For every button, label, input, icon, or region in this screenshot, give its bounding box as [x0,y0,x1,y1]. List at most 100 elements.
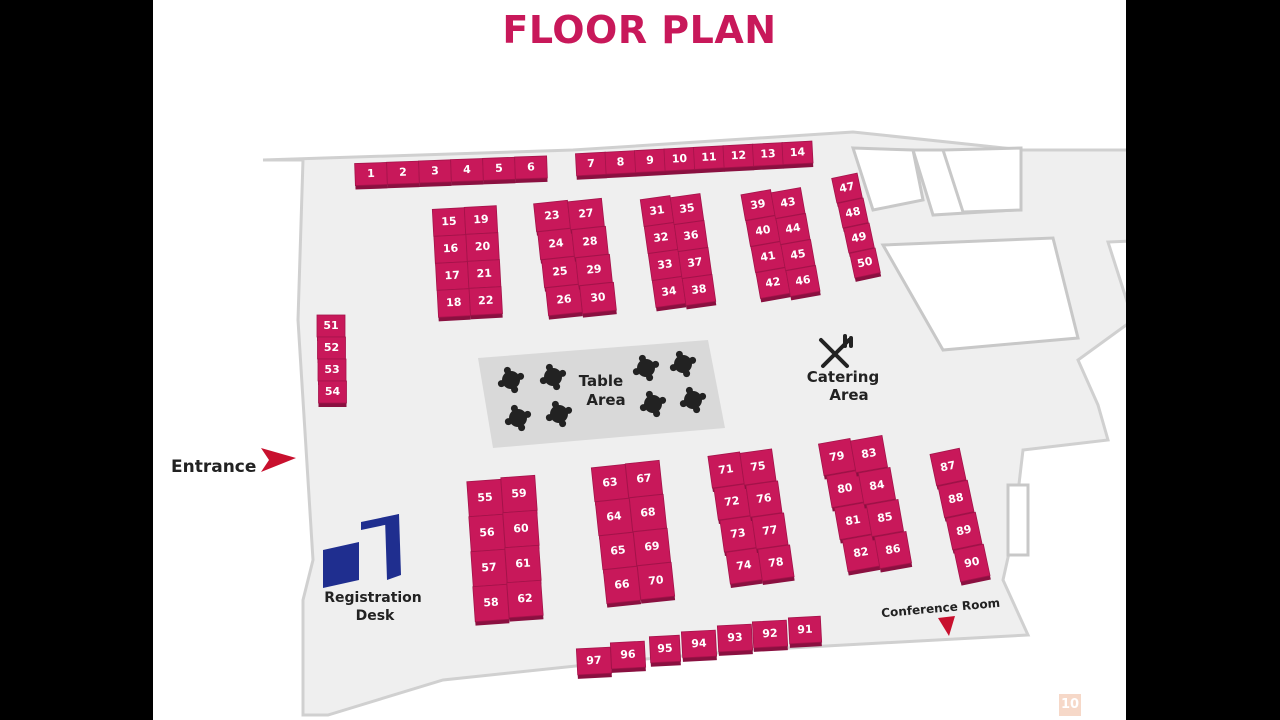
booth-11[interactable]: 11 [693,145,725,174]
booth-58[interactable]: 58 [472,583,510,626]
booth-29[interactable]: 29 [575,253,613,290]
booth-63[interactable]: 63 [590,463,630,506]
booth-86[interactable]: 86 [874,531,913,573]
booth-23[interactable]: 23 [533,199,571,236]
booth-52[interactable]: 52 [317,336,346,363]
booth-76[interactable]: 76 [745,480,783,522]
booth-24[interactable]: 24 [537,227,575,264]
booth-73[interactable]: 73 [719,515,757,557]
booth-92[interactable]: 92 [751,619,789,652]
booth-43[interactable]: 43 [770,187,806,223]
booth-number: 8 [616,155,624,168]
booth-10[interactable]: 10 [663,147,696,175]
booth-64[interactable]: 64 [594,497,634,540]
booth-84[interactable]: 84 [858,467,897,509]
booth-80[interactable]: 80 [826,470,865,512]
booth-87[interactable]: 87 [929,447,967,490]
booth-59[interactable]: 59 [500,474,538,517]
booth-40[interactable]: 40 [745,215,781,251]
booth-18[interactable]: 18 [436,288,471,322]
registration-label-1: Registration [324,590,422,606]
booth-54[interactable]: 54 [318,380,347,407]
booth-56[interactable]: 56 [468,513,506,556]
booth-42[interactable]: 42 [755,267,791,303]
booth-78[interactable]: 78 [757,544,795,586]
booth-28[interactable]: 28 [571,225,609,262]
booth-5[interactable]: 5 [482,156,516,185]
booth-13[interactable]: 13 [752,142,784,171]
booth-20[interactable]: 20 [465,232,500,266]
booth-17[interactable]: 17 [435,261,470,295]
booth-36[interactable]: 36 [673,220,709,256]
booth-88[interactable]: 88 [937,479,975,522]
booth-75[interactable]: 75 [739,448,777,490]
booth-22[interactable]: 22 [468,286,503,320]
booth-25[interactable]: 25 [541,255,579,292]
booth-12[interactable]: 12 [722,143,755,172]
booth-8[interactable]: 8 [604,150,637,179]
booth-35[interactable]: 35 [669,193,705,229]
booth-81[interactable]: 81 [834,502,873,544]
booth-96[interactable]: 96 [609,640,647,673]
booth-97[interactable]: 97 [575,646,613,679]
booth-number: 38 [690,282,707,297]
booth-82[interactable]: 82 [842,534,881,576]
booth-94[interactable]: 94 [680,629,718,662]
booth-4[interactable]: 4 [450,158,484,186]
booth-83[interactable]: 83 [850,435,889,477]
booth-85[interactable]: 85 [866,499,905,541]
booth-3[interactable]: 3 [418,159,452,187]
booth-45[interactable]: 45 [780,239,816,275]
booth-47[interactable]: 47 [831,172,864,207]
booth-93[interactable]: 93 [716,623,754,656]
booth-34[interactable]: 34 [651,276,687,312]
booth-91[interactable]: 91 [787,615,823,648]
booth-79[interactable]: 79 [818,438,857,480]
booth-38[interactable]: 38 [681,274,717,310]
booth-37[interactable]: 37 [677,247,713,283]
booth-51[interactable]: 51 [316,314,346,341]
booth-41[interactable]: 41 [750,241,786,277]
booth-6[interactable]: 6 [514,155,548,184]
booth-number: 96 [620,648,636,662]
booth-7[interactable]: 7 [575,151,607,180]
booth-95[interactable]: 95 [648,634,682,667]
booth-16[interactable]: 16 [433,234,468,268]
booth-67[interactable]: 67 [624,459,664,502]
booth-68[interactable]: 68 [628,493,668,536]
booth-61[interactable]: 61 [504,544,542,587]
booth-30[interactable]: 30 [579,281,617,318]
booth-74[interactable]: 74 [725,547,763,589]
booth-19[interactable]: 19 [463,205,499,239]
booth-14[interactable]: 14 [781,140,814,169]
booth-number: 73 [729,526,746,541]
booth-50[interactable]: 50 [849,247,882,282]
booth-72[interactable]: 72 [713,483,751,525]
booth-15[interactable]: 15 [431,207,467,241]
booth-55[interactable]: 55 [466,478,504,521]
booth-39[interactable]: 39 [740,189,776,225]
booth-77[interactable]: 77 [751,512,789,554]
booth-26[interactable]: 26 [545,283,583,320]
booth-27[interactable]: 27 [567,197,605,234]
booth-69[interactable]: 69 [632,527,672,570]
booth-number: 32 [652,230,669,245]
booth-90[interactable]: 90 [953,543,991,586]
booth-57[interactable]: 57 [470,548,508,591]
booth-2[interactable]: 2 [386,160,420,189]
booth-71[interactable]: 71 [707,451,745,493]
booth-1[interactable]: 1 [354,162,388,190]
booth-60[interactable]: 60 [502,509,540,552]
booth-46[interactable]: 46 [785,265,821,301]
booth-9[interactable]: 9 [634,148,666,177]
booth-70[interactable]: 70 [636,561,676,604]
booth-33[interactable]: 33 [647,249,683,285]
booth-44[interactable]: 44 [775,213,811,249]
booth-62[interactable]: 62 [506,579,544,622]
booth-53[interactable]: 53 [317,358,347,385]
booth-21[interactable]: 21 [467,259,502,293]
booth-65[interactable]: 65 [598,531,638,574]
booth-66[interactable]: 66 [602,565,642,608]
booth-31[interactable]: 31 [639,195,675,231]
booth-89[interactable]: 89 [945,511,983,554]
